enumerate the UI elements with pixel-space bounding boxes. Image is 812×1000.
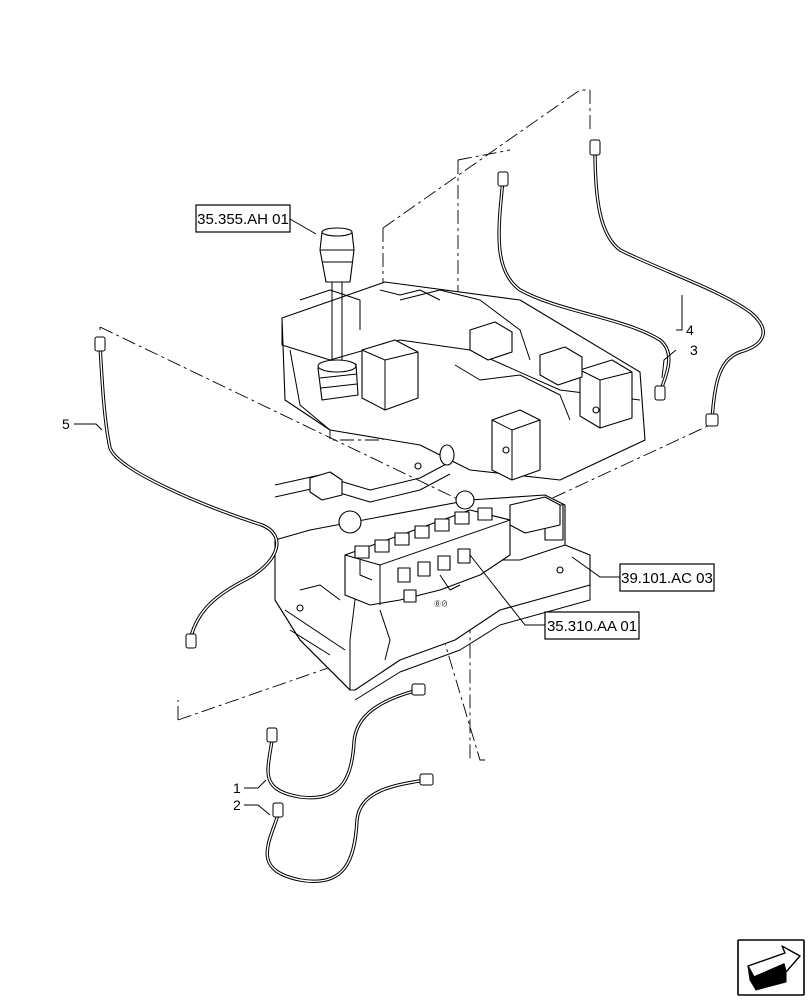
ref-box-pilot-filter[interactable]: 35.355.AH 01 bbox=[195, 204, 291, 233]
ref-box-valve[interactable]: 35.310.AA 01 bbox=[544, 611, 640, 640]
ref-box-frame[interactable]: 39.101.AC 03 bbox=[619, 563, 715, 592]
ref-label-pilot-filter: 35.355.AH 01 bbox=[197, 211, 289, 228]
pilot-filter-assembly bbox=[317, 227, 359, 401]
machine-frame bbox=[274, 281, 646, 701]
hose-item-3 bbox=[497, 171, 671, 401]
callout-item-1: 1 bbox=[233, 780, 241, 796]
ref-label-valve: 35.310.AA 01 bbox=[547, 618, 637, 635]
leader-lines bbox=[74, 218, 683, 816]
next-page-arrow-icon[interactable] bbox=[737, 939, 805, 996]
hose-item-4 bbox=[589, 139, 765, 427]
control-valve-bank: Ⓑ⊘ bbox=[344, 507, 511, 608]
hose-item-5 bbox=[94, 336, 279, 649]
hose-item-2 bbox=[265, 773, 434, 884]
ref-label-frame: 39.101.AC 03 bbox=[621, 570, 713, 587]
callout-item-2: 2 bbox=[233, 797, 241, 813]
callout-item-4: 4 bbox=[686, 322, 694, 338]
callout-item-3: 3 bbox=[690, 342, 698, 358]
callout-item-5: 5 bbox=[62, 416, 70, 432]
hose-item-1 bbox=[266, 683, 426, 800]
svg-text:Ⓑ⊘: Ⓑ⊘ bbox=[434, 600, 448, 608]
